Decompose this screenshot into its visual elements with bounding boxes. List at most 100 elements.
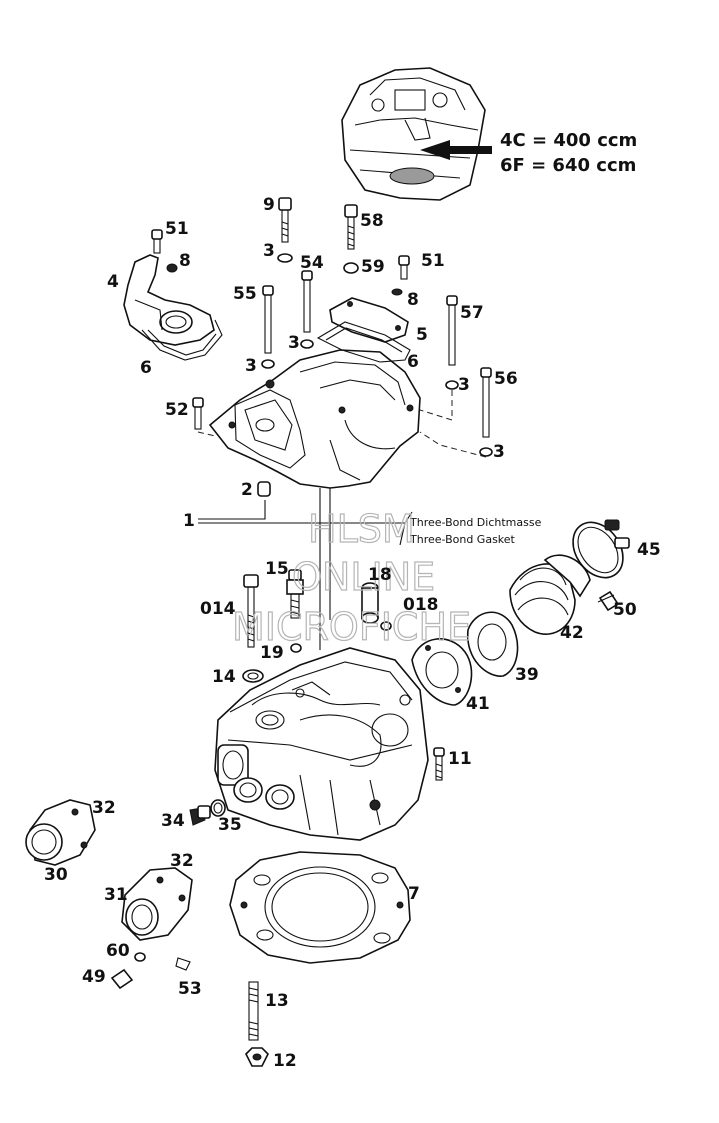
callout-4: 4 — [107, 272, 119, 292]
bolt-51-right — [398, 255, 410, 280]
bolt-014 — [243, 574, 259, 648]
bolt-9 — [278, 197, 292, 243]
cylinder-head — [214, 647, 429, 841]
callout-7: 7 — [408, 884, 420, 904]
assembly-line — [419, 390, 453, 421]
callout-53: 53 — [178, 979, 202, 999]
callout-1: 1 — [183, 511, 195, 531]
callout-56: 56 — [494, 369, 518, 389]
o-ring-35-hole — [213, 802, 223, 814]
washer-3-left — [261, 359, 275, 369]
callout-51: 51 — [421, 251, 445, 271]
callout-018: 018 — [403, 595, 439, 615]
callout-32: 32 — [92, 798, 116, 818]
housing-cover-4 — [123, 254, 215, 346]
assembly-line — [197, 431, 216, 437]
callout-6: 6 — [407, 352, 419, 372]
callout-41: 41 — [466, 694, 490, 714]
callout-3: 3 — [263, 241, 275, 261]
washer-59 — [343, 262, 359, 274]
sealant-note-english: Three-Bond Gasket — [409, 533, 516, 546]
callout-3: 3 — [245, 356, 257, 376]
watermark: HLSM ONLINE MICROFICHE — [231, 506, 471, 649]
sealant-note-german: Three-Bond Dichtmasse — [409, 516, 542, 529]
bolt-55 — [262, 285, 274, 354]
callout-31: 31 — [104, 885, 128, 905]
callout-2: 2 — [241, 480, 253, 500]
watermark-line-1: HLSM — [308, 507, 415, 551]
callout-14: 14 — [212, 667, 236, 687]
callout-54: 54 — [300, 253, 324, 273]
callout-11: 11 — [448, 749, 472, 769]
exhaust-flange-30 — [25, 799, 96, 866]
gasket-19 — [290, 643, 302, 653]
callout-30: 30 — [44, 865, 68, 885]
callout-59: 59 — [361, 257, 385, 277]
engine-spec-640: 6F = 640 ccm — [500, 155, 636, 176]
washer-8-left — [166, 263, 178, 273]
bolt-52 — [192, 397, 204, 430]
callout-60: 60 — [106, 941, 130, 961]
callout-15: 15 — [265, 559, 289, 579]
callout-19: 19 — [260, 643, 284, 663]
screw-50 — [597, 590, 620, 612]
cover-plate-5 — [316, 297, 411, 363]
sensor-15 — [286, 569, 304, 619]
pointer-arrow — [420, 140, 492, 160]
washer-14-hole — [247, 672, 259, 680]
hose-clamp-45 — [572, 519, 630, 579]
callout-55: 55 — [233, 284, 257, 304]
plug-34 — [189, 805, 211, 826]
callout-8: 8 — [179, 251, 191, 271]
o-ring-018 — [380, 621, 392, 631]
engine-thumbnail — [341, 67, 486, 201]
bolt-11 — [433, 747, 445, 781]
callout-39: 39 — [515, 665, 539, 685]
callout-45: 45 — [637, 540, 661, 560]
bolt-56 — [480, 367, 492, 438]
callout-57: 57 — [460, 303, 484, 323]
callout-18: 18 — [368, 565, 392, 585]
callout-52: 52 — [165, 400, 189, 420]
callout-13: 13 — [265, 991, 289, 1011]
callout-labels: 1 2 3 3 3 3 3 4 5 6 6 7 8 8 9 11 12 13 1… — [44, 195, 661, 1071]
callout-014: 014 — [200, 599, 236, 619]
callout-8: 8 — [407, 290, 419, 310]
bolt-51-left — [151, 229, 163, 254]
bolt-54 — [301, 270, 313, 333]
callout-6: 6 — [140, 358, 152, 378]
callout-3: 3 — [288, 333, 300, 353]
leader-1 — [399, 522, 406, 546]
o-ring-35 — [210, 799, 226, 817]
washer-3-right — [445, 380, 459, 390]
valve-cover — [208, 349, 421, 489]
bolt-58 — [344, 204, 358, 250]
gasket-6-left — [141, 319, 223, 361]
nut-12 — [245, 1047, 269, 1067]
fitting-18 — [361, 582, 379, 624]
clip-53 — [175, 957, 191, 971]
washer-3-lower — [479, 447, 493, 457]
spacer-39 — [467, 611, 519, 677]
callout-12: 12 — [273, 1051, 297, 1071]
leader-1 — [198, 500, 266, 520]
screw-49 — [110, 968, 134, 990]
callout-51: 51 — [165, 219, 189, 239]
callout-34: 34 — [161, 811, 185, 831]
washer-14 — [242, 669, 264, 683]
dowel-2 — [257, 481, 271, 497]
gasket-41 — [411, 638, 473, 706]
watermark-line-2: ONLINE — [292, 555, 435, 599]
washer-3-top — [277, 253, 293, 263]
callout-50: 50 — [613, 600, 637, 620]
callout-3: 3 — [458, 375, 470, 395]
callout-35: 35 — [218, 815, 242, 835]
intake-rubber-42 — [509, 554, 591, 635]
assembly-line — [419, 431, 487, 458]
watermark-line-3: MICROFICHE — [232, 605, 471, 649]
callout-42: 42 — [560, 623, 584, 643]
washer-60 — [134, 952, 146, 962]
head-gasket-7 — [229, 851, 411, 964]
callout-58: 58 — [360, 211, 384, 231]
